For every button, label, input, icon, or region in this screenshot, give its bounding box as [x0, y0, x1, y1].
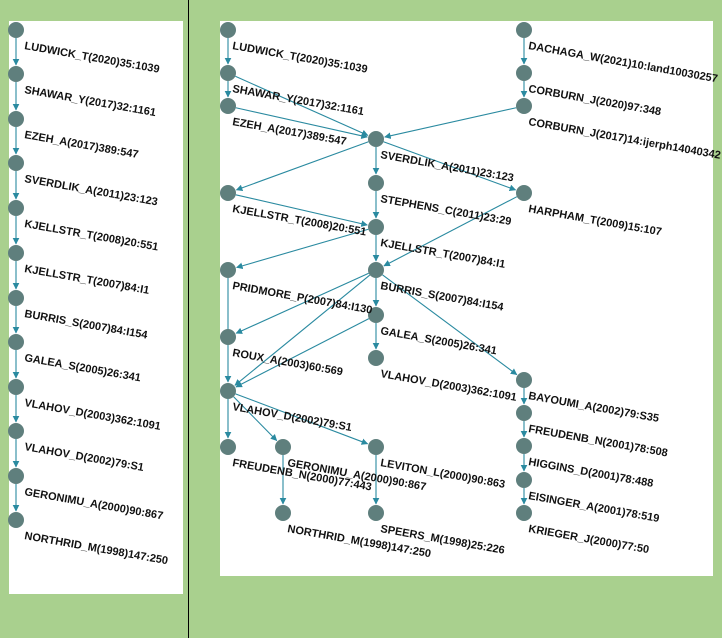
network-node[interactable] [516, 472, 532, 488]
network-node[interactable] [516, 438, 532, 454]
network-node[interactable] [220, 262, 236, 278]
network-node[interactable] [368, 131, 384, 147]
network-node-label: DACHAGA_W(2021)10:land10030257 [527, 40, 718, 85]
left-chain-node[interactable] [8, 155, 24, 171]
network-node[interactable] [368, 350, 384, 366]
network-edge [235, 194, 368, 227]
network-node[interactable] [220, 22, 236, 38]
network-node-label: CORBURN_J(2020)97:348 [527, 83, 662, 118]
left-chain-node-label: EZEH_A(2017)389:547 [23, 129, 139, 161]
network-node-label: FREUDENB_N(2001)78:508 [527, 423, 668, 459]
network-node-label: KJELLSTR_T(2007)84:I1 [379, 237, 506, 271]
network-node[interactable] [368, 505, 384, 521]
left-chain-node-label: GERONIMU_A(2000)90:867 [23, 486, 164, 522]
network-node[interactable] [368, 219, 384, 235]
network-node[interactable] [368, 175, 384, 191]
network-edge [383, 196, 518, 267]
network-node-label: EZEH_A(2017)389:547 [231, 116, 347, 148]
network-node[interactable] [220, 383, 236, 399]
network-node-label: SHAWAR_Y(2017)32:1161 [231, 83, 364, 118]
network-node-label: LUDWICK_T(2020)35:1039 [231, 40, 368, 76]
network-node[interactable] [368, 439, 384, 455]
network-edge [234, 274, 371, 386]
network-node-label: EISINGER_A(2001)78:519 [527, 490, 660, 525]
network-node-label: HIGGINS_D(2001)78:488 [527, 456, 654, 490]
right-panel [220, 21, 713, 576]
network-node[interactable] [220, 65, 236, 81]
network-node-label: BURRIS_S(2007)84:I154 [379, 280, 505, 314]
network-node[interactable] [516, 505, 532, 521]
left-chain-node-label: LUDWICK_T(2020)35:1039 [23, 40, 160, 76]
left-chain-node[interactable] [8, 512, 24, 528]
left-chain-node-label: NORTHRID_M(1998)147:250 [23, 530, 168, 567]
network-edge [233, 396, 278, 442]
left-chain-node-label: SVERDLIK_A(2011)23:123 [23, 173, 158, 208]
left-chain-node[interactable] [8, 22, 24, 38]
network-node-label: VLAHOV_D(2003)362:1091 [379, 368, 517, 404]
network-node-label: PRIDMORE_P(2007)84:I130 [231, 280, 373, 316]
network-edge [384, 107, 517, 139]
network-node-label: HARPHAM_T(2009)15:107 [527, 203, 662, 238]
left-chain-node[interactable] [8, 111, 24, 127]
left-panel [9, 21, 183, 594]
labels-layer: LUDWICK_T(2020)35:1039SHAWAR_Y(2017)32:1… [23, 40, 721, 567]
left-chain-node-label: BURRIS_S(2007)84:I154 [23, 308, 149, 342]
network-node-label: GALEA_S(2005)26:341 [379, 325, 497, 357]
network-edge [382, 274, 518, 376]
network-node-label: VLAHOV_D(2002)79:S1 [231, 401, 352, 434]
left-chain-node[interactable] [8, 423, 24, 439]
network-node[interactable] [516, 405, 532, 421]
network-node[interactable] [368, 307, 384, 323]
network-node[interactable] [220, 185, 236, 201]
network-node[interactable] [220, 329, 236, 345]
network-node-label: SVERDLIK_A(2011)23:123 [379, 149, 514, 184]
network-node[interactable] [368, 262, 384, 278]
left-chain-node-label: KJELLSTR_T(2008)20:551 [23, 218, 159, 253]
network-node[interactable] [220, 439, 236, 455]
network-node[interactable] [275, 439, 291, 455]
network-edge [235, 75, 369, 136]
network-edge [235, 272, 369, 334]
left-chain-node[interactable] [8, 379, 24, 395]
network-edge [235, 393, 369, 445]
left-chain-node[interactable] [8, 200, 24, 216]
network-node-label: CORBURN_J(2017)14:ijerph14040342 [527, 116, 721, 162]
left-chain-node-label: SHAWAR_Y(2017)32:1161 [23, 84, 156, 119]
network-edge [236, 228, 369, 270]
network-node-label: BAYOUMI_A(2002)79:S35 [527, 390, 659, 425]
network-edge [235, 318, 370, 388]
panel-divider [188, 0, 189, 638]
left-chain-node[interactable] [8, 245, 24, 261]
left-chain-node[interactable] [8, 468, 24, 484]
network-edge [235, 141, 369, 191]
network-node[interactable] [516, 185, 532, 201]
left-chain-node-label: VLAHOV_D(2003)362:1091 [23, 397, 161, 433]
left-chain-node-label: GALEA_S(2005)26:341 [23, 352, 141, 384]
left-chain-node-label: VLAHOV_D(2002)79:S1 [23, 441, 144, 474]
network-node-label: KRIEGER_J(2000)77:50 [527, 523, 650, 556]
network-node[interactable] [275, 505, 291, 521]
nodes-layer [8, 22, 532, 528]
network-edge [235, 107, 368, 139]
network-node[interactable] [516, 98, 532, 114]
network-node-label: STEPHENS_C(2011)23:29 [379, 193, 512, 228]
network-edge [383, 141, 517, 191]
network-node[interactable] [516, 22, 532, 38]
left-chain-node[interactable] [8, 66, 24, 82]
left-chain-node-label: KJELLSTR_T(2007)84:I1 [23, 263, 150, 297]
left-chain-node[interactable] [8, 290, 24, 306]
network-node[interactable] [220, 98, 236, 114]
left-chain-node[interactable] [8, 334, 24, 350]
network-node[interactable] [516, 65, 532, 81]
network-node[interactable] [516, 372, 532, 388]
